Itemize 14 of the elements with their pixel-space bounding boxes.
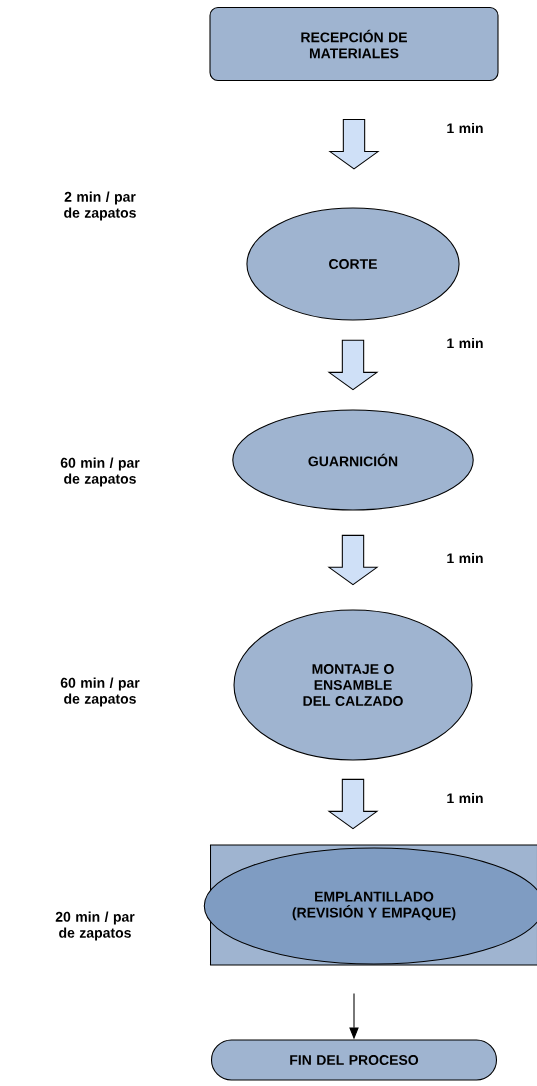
time-label: 1 min (447, 792, 483, 804)
time-label: 20 min / par de zapatos (55, 911, 135, 941)
process-box: RECEPCIÓN DE MATERIALES (209, 6, 499, 82)
block-arrow (327, 534, 379, 586)
time-label: 60 min / par de zapatos (60, 457, 140, 487)
block-arrow (327, 778, 379, 830)
terminal-box: FIN DEL PROCESO (210, 1039, 498, 1081)
block-arrow (328, 119, 380, 170)
time-label: 2 min / par de zapatos (64, 191, 136, 221)
time-label: 1 min (447, 552, 483, 564)
block-arrow (327, 339, 379, 391)
time-label: 1 min (447, 122, 483, 134)
time-label: 60 min / par de zapatos (60, 677, 140, 707)
time-label: 1 min (447, 337, 483, 349)
